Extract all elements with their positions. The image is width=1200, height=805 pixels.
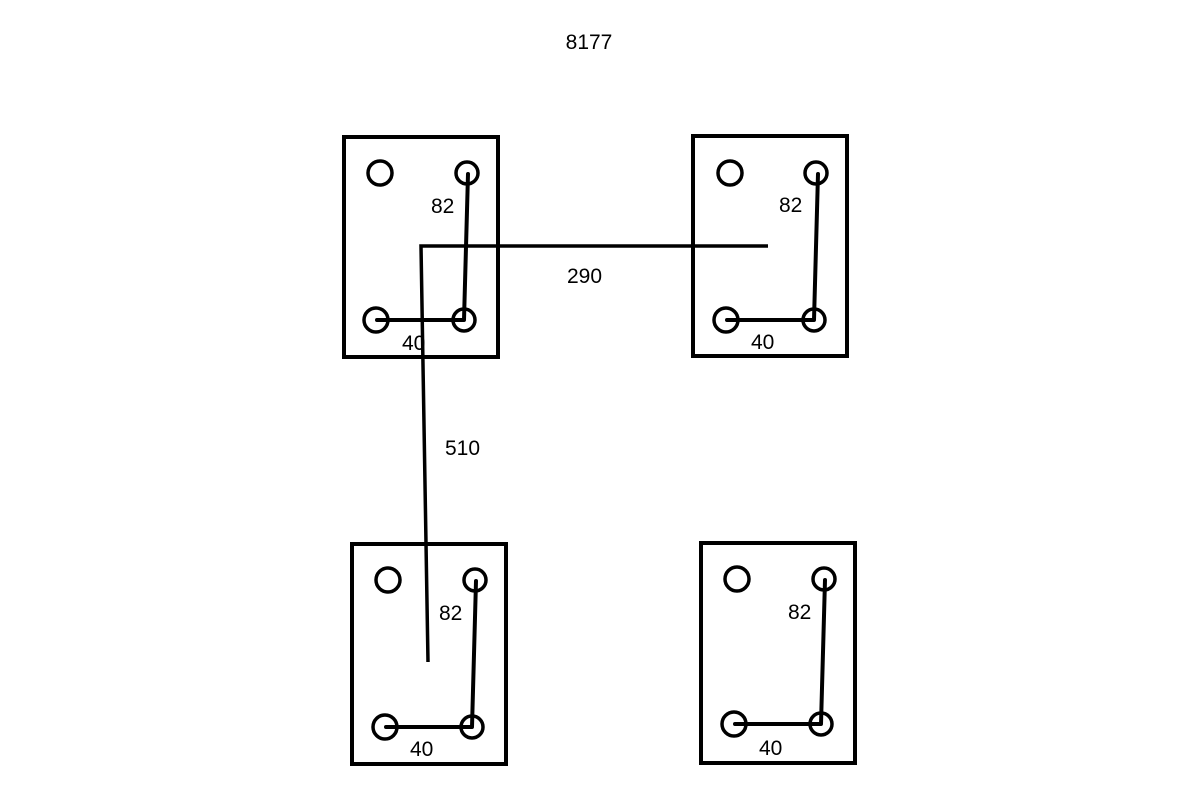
- wire-path: [733, 578, 827, 726]
- module-bottom-left: 82 40: [350, 542, 508, 766]
- hole-top-left: [716, 159, 744, 187]
- hole-top-left: [723, 565, 751, 593]
- vertical-length-label: 82: [779, 194, 802, 217]
- module-frame: [350, 542, 508, 766]
- module-frame: [699, 541, 857, 765]
- hole-top-left: [374, 566, 402, 594]
- horizontal-length-label: 40: [751, 331, 774, 354]
- module-connections: 290 510: [419, 244, 768, 663]
- horizontal-length-label: 40: [410, 738, 433, 761]
- wire-path: [375, 172, 470, 322]
- vertical-length-label: 82: [788, 601, 811, 624]
- horizontal-connection-label: 290: [567, 265, 602, 288]
- connection-line: [419, 244, 768, 663]
- module-bottom-right: 82 40: [699, 541, 857, 765]
- hole-top-left: [366, 159, 394, 187]
- vertical-length-label: 82: [439, 602, 462, 625]
- vertical-connection-label: 510: [445, 437, 480, 460]
- wire-path: [384, 579, 478, 729]
- vertical-length-label: 82: [431, 195, 454, 218]
- horizontal-length-label: 40: [759, 737, 782, 760]
- diagram-title: 8177: [566, 31, 613, 54]
- horizontal-length-label: 40: [402, 332, 425, 355]
- wire-path: [725, 172, 820, 322]
